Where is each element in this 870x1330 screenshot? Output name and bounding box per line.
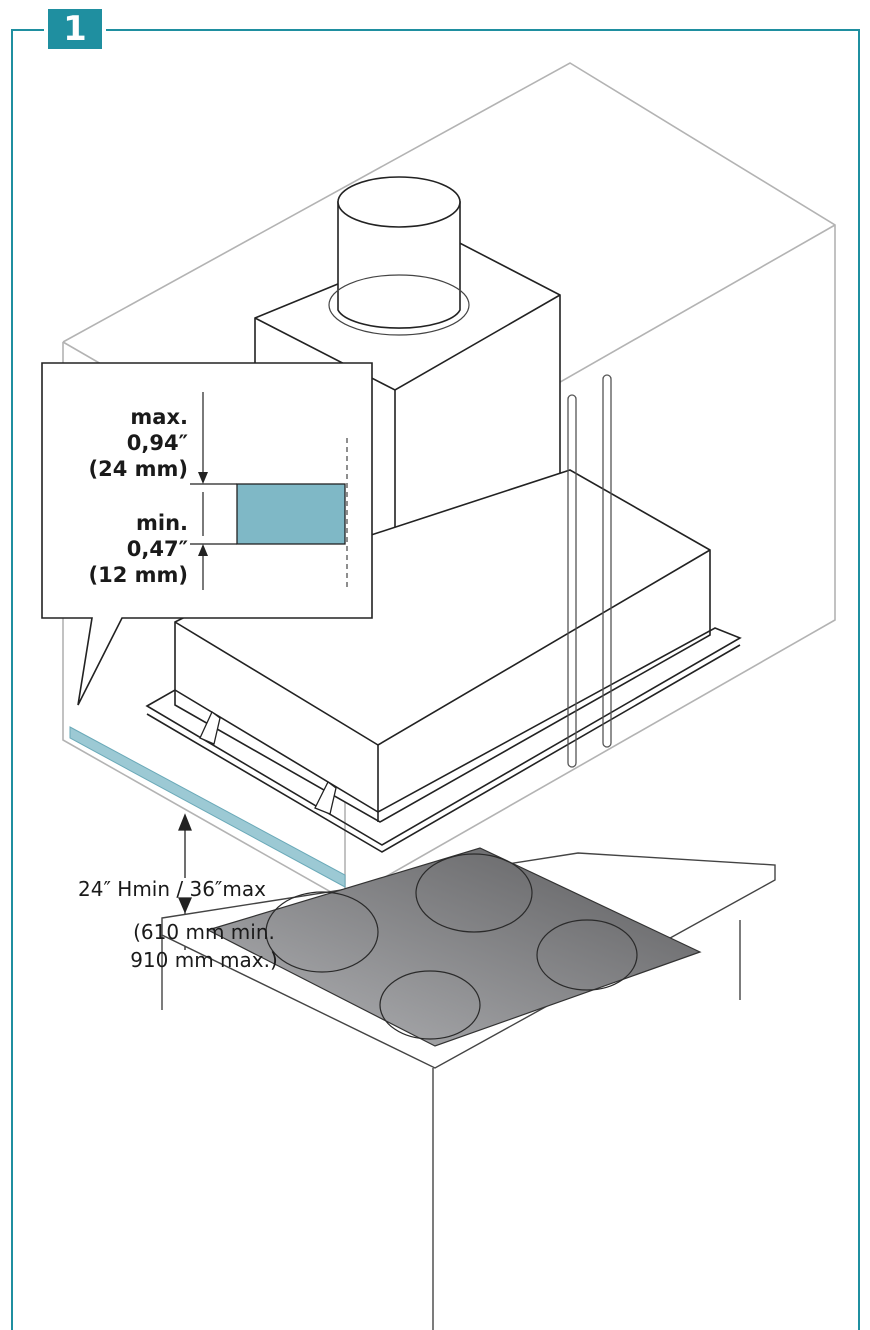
gap-callout	[41, 362, 373, 706]
height-arrows	[178, 813, 192, 950]
min-mm: (12 mm)	[88, 563, 189, 587]
min-inches: 0,47″	[126, 537, 188, 561]
cooktop-burners	[265, 853, 638, 1040]
cooktop-surface	[206, 847, 702, 1047]
min-label: min.	[135, 511, 188, 535]
max-label: max.	[130, 405, 188, 429]
max-inches: 0,94″	[126, 431, 188, 455]
height-metric-line1: (610 mm min.	[133, 920, 275, 944]
hood-bottom-frame	[145, 627, 742, 853]
height-imperial-label: 24″ Hmin / 36″max	[78, 877, 266, 901]
height-metric-line2: 910 mm max.)	[130, 948, 278, 972]
duct-cylinder	[328, 176, 470, 336]
max-mm: (24 mm)	[88, 457, 189, 481]
cabinet-edge-strip	[69, 726, 346, 888]
mounting-brackets	[199, 710, 337, 815]
figure-frame	[11, 29, 860, 1330]
step-number-badge: 1	[44, 5, 106, 53]
gap-fill-rectangle	[236, 483, 346, 545]
support-rods	[567, 374, 612, 768]
